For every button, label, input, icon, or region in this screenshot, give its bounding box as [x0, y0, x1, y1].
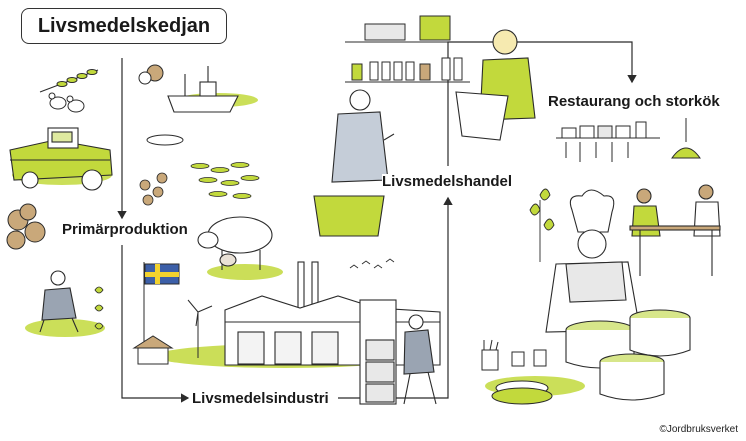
- wind-turbine-icon: [187, 299, 213, 358]
- berries-icon: [139, 172, 168, 206]
- chef-icon: [545, 189, 641, 333]
- forklift-icon: [359, 299, 397, 405]
- hens-icon: [48, 92, 85, 113]
- diners-icon: [629, 184, 721, 276]
- fish-pond-icon: [146, 134, 184, 146]
- plant-icon: [529, 188, 555, 262]
- stage-label-trade: Livsmedelshandel: [382, 173, 513, 190]
- fishing-boat-icon: [167, 66, 239, 113]
- house-icon: [132, 335, 174, 365]
- fish-school-icon: [190, 162, 260, 199]
- stage-label-primary: Primärproduktion: [62, 221, 188, 238]
- sweden-flag-icon: [143, 262, 180, 350]
- stage-label-restaurant: Restaurang och storkök: [548, 93, 720, 110]
- wheat-icon: [39, 69, 99, 93]
- shop-shelves-icon: [345, 15, 470, 83]
- combine-harvester-icon: [9, 127, 113, 191]
- pendant-lamp-icon: [671, 118, 701, 159]
- flower-wheel-icon: [6, 203, 46, 250]
- stage-label-industry: Livsmedelsindustri: [192, 390, 329, 407]
- seedlings-icon: [94, 286, 104, 330]
- warehouse-worker-icon: [403, 314, 437, 405]
- diagram-title: Livsmedelskedjan: [21, 8, 227, 44]
- farmer-icon: [39, 270, 79, 333]
- kitchen-shelf-icon: [556, 121, 660, 162]
- cashier-icon: [455, 29, 536, 141]
- cooking-pots-icon: [565, 309, 691, 401]
- birds-icon: [349, 258, 395, 269]
- copyright-text: ©Jordbruksverket: [659, 424, 738, 435]
- tableware-icon: [481, 339, 553, 405]
- cow-icon: [197, 216, 273, 270]
- shopper-icon: [313, 89, 395, 237]
- onion-icon: [138, 64, 164, 85]
